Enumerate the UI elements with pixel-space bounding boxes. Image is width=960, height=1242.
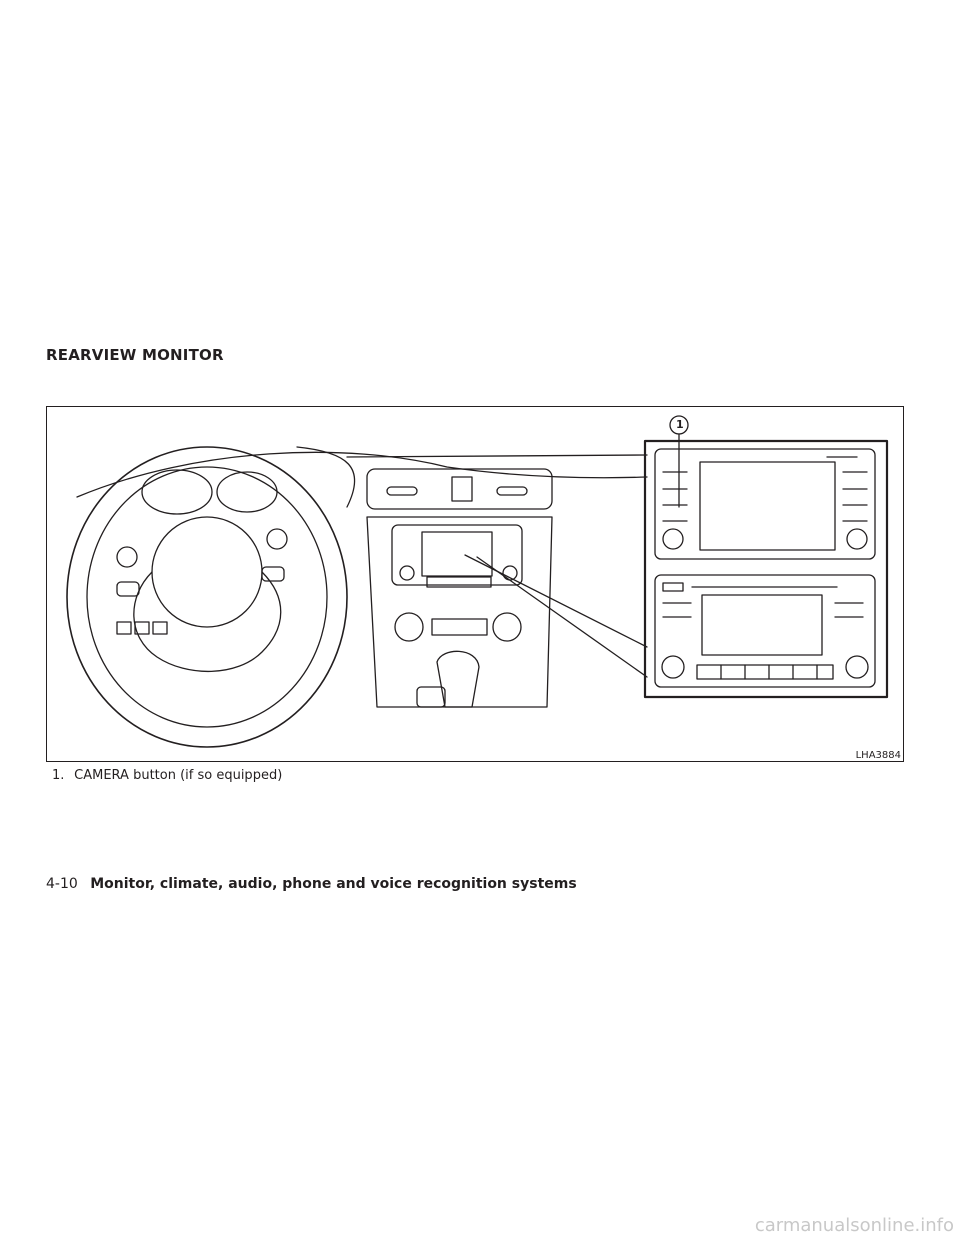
caption-number: 1. <box>52 768 65 783</box>
chapter-title: Monitor, climate, audio, phone and voice… <box>90 876 577 892</box>
figure-code: LHA3884 <box>854 750 902 761</box>
dashboard-illustration: 1 LHA3884 <box>46 406 904 762</box>
figure-caption: 1. CAMERA button (if so equipped) <box>52 768 282 783</box>
callout-number: 1 <box>676 418 684 431</box>
section-title: REARVIEW MONITOR <box>46 346 224 364</box>
dashboard-line-drawing <box>66 415 889 748</box>
page-number: 4-10 <box>46 876 78 892</box>
caption-text: CAMERA button (if so equipped) <box>74 768 283 783</box>
watermark: carmanualsonline.info <box>754 1215 954 1236</box>
page-footer: 4-10 Monitor, climate, audio, phone and … <box>46 876 577 892</box>
